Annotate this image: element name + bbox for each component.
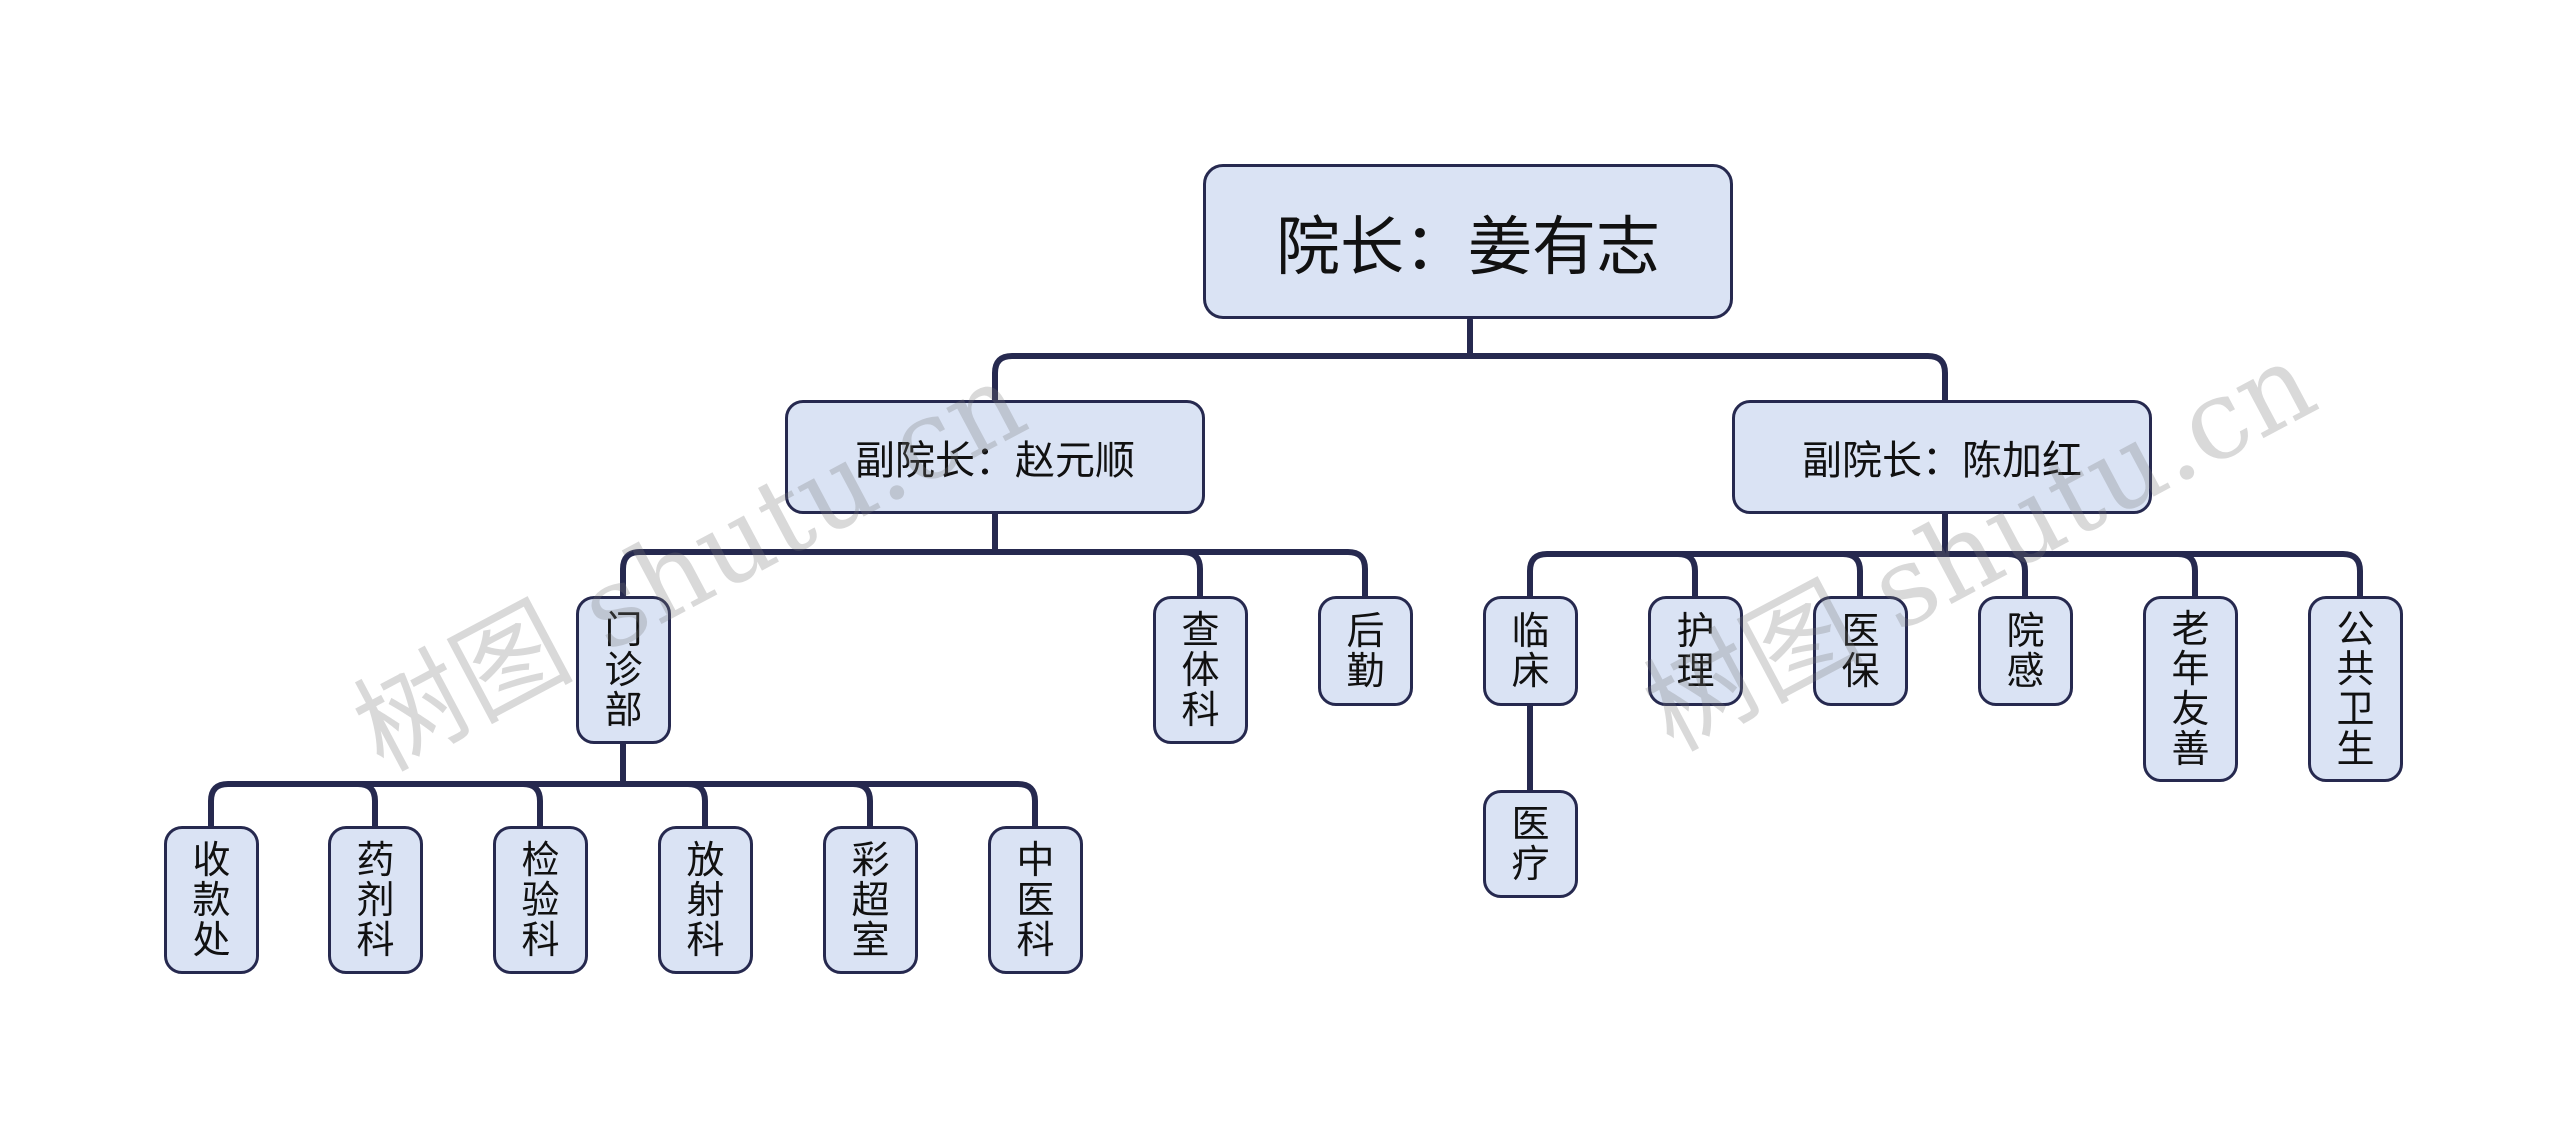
vp-right-label: 副院长：陈加红: [1802, 438, 2082, 484]
unit-node-radiology[interactable]: 放射科: [658, 826, 753, 974]
dept-node-outpatient[interactable]: 门诊部: [576, 596, 671, 744]
connector-outpatient-units: [208, 741, 626, 829]
dept-node-clinical[interactable]: 临床: [1483, 596, 1578, 706]
dept-node-insurance[interactable]: 医保: [1813, 596, 1908, 706]
dept-node-public-health[interactable]: 公共卫生: [2308, 596, 2403, 782]
dept-label: 公共卫生: [2336, 607, 2375, 771]
root-node[interactable]: 院长：姜有志: [1203, 164, 1733, 319]
unit-node-ultrasound[interactable]: 彩超室: [823, 826, 918, 974]
unit-node-cashier[interactable]: 收款处: [164, 826, 259, 974]
unit-label: 彩超室: [851, 838, 890, 962]
dept-label: 院感: [2006, 609, 2045, 693]
vp-left-label: 副院长：赵元顺: [855, 438, 1135, 484]
connector-root-right: [1467, 353, 1948, 403]
vp-right-node[interactable]: 副院长：陈加红: [1732, 400, 2152, 514]
connector-root-left: [992, 317, 1473, 403]
unit-label: 检验科: [521, 838, 560, 962]
dept-label: 查体科: [1181, 608, 1220, 732]
unit-node-pharmacy[interactable]: 药剂科: [328, 826, 423, 974]
dept-label: 医保: [1841, 609, 1880, 693]
dept-label: 老年友善: [2171, 607, 2210, 771]
dept-node-logistics[interactable]: 后勤: [1318, 596, 1413, 706]
dept-node-nursing[interactable]: 护理: [1648, 596, 1743, 706]
dept-node-checkup[interactable]: 查体科: [1153, 596, 1248, 744]
root-label: 院长：姜有志: [1276, 210, 1660, 285]
dept-node-infection-control[interactable]: 院感: [1978, 596, 2073, 706]
unit-node-laboratory[interactable]: 检验科: [493, 826, 588, 974]
dept-label: 护理: [1676, 609, 1715, 693]
vp-left-node[interactable]: 副院长：赵元顺: [785, 400, 1205, 514]
unit-node-tcm[interactable]: 中医科: [988, 826, 1083, 974]
dept-label: 后勤: [1346, 609, 1385, 693]
dept-node-elderly-friendly[interactable]: 老年友善: [2143, 596, 2238, 782]
unit-node-medical[interactable]: 医疗: [1483, 790, 1578, 898]
unit-label: 药剂科: [356, 838, 395, 962]
dept-label: 门诊部: [604, 608, 643, 732]
unit-label: 放射科: [686, 838, 725, 962]
unit-label: 收款处: [192, 838, 231, 962]
connector-vp-right-depts: [1527, 511, 1948, 599]
dept-label: 临床: [1511, 609, 1550, 693]
unit-label: 中医科: [1016, 838, 1055, 962]
connector-vp-left-depts: [620, 511, 998, 599]
unit-label: 医疗: [1511, 802, 1550, 886]
